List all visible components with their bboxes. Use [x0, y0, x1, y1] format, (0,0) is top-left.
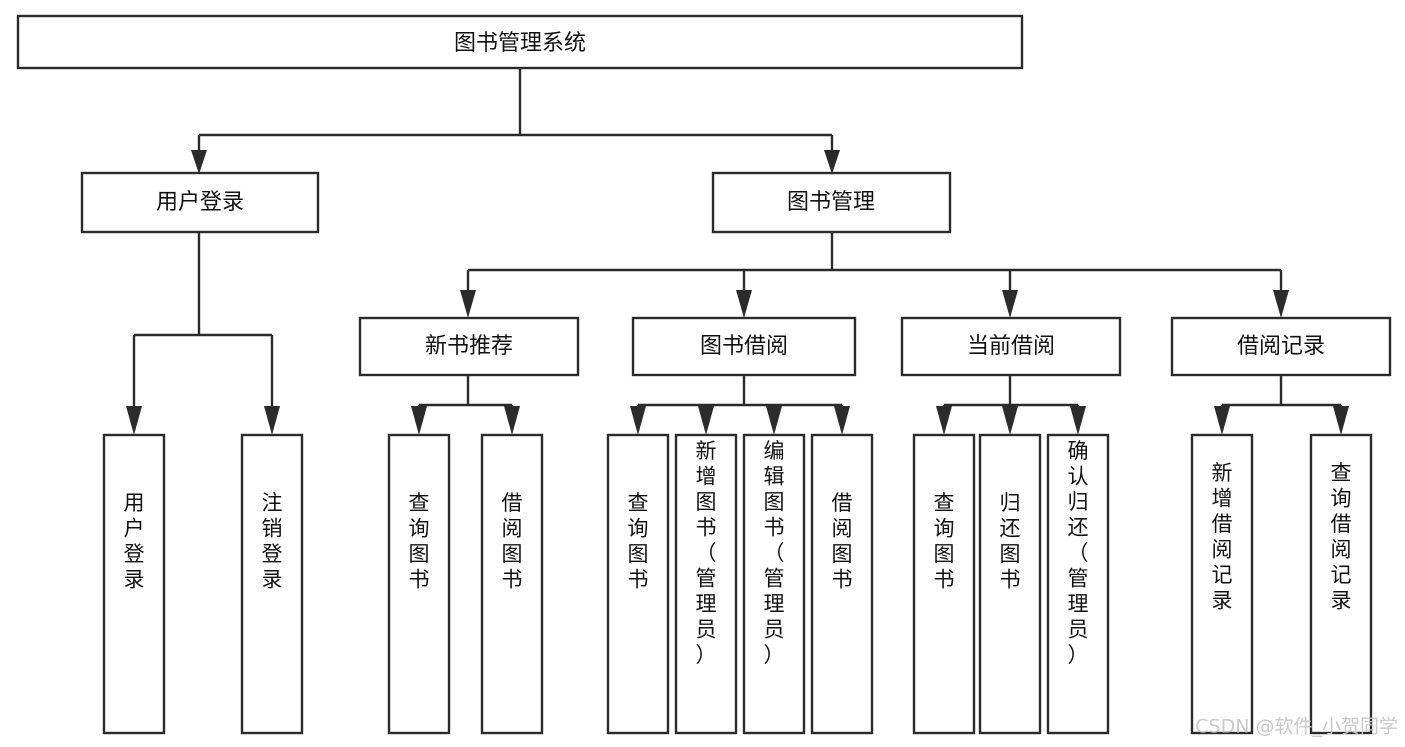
leaf-add-record[interactable]: 新增借阅记录 — [1190, 433, 1254, 735]
leaf-confirm-return-box[interactable] — [1046, 433, 1110, 735]
leaf-query-book-1-box[interactable] — [387, 433, 451, 735]
node-user-login-label: 用户登录 — [156, 190, 244, 215]
arrow-to-leaf-query-record — [1333, 406, 1349, 435]
node-user-login-box[interactable] — [80, 171, 320, 234]
leaf-user-login-box[interactable] — [102, 433, 166, 735]
arrow-to-current-borrow — [1002, 290, 1018, 318]
arrow-to-leaf-query-book-3 — [936, 406, 952, 435]
arrow-to-leaf-edit-book — [766, 406, 782, 435]
leaf-query-record[interactable]: 查询借阅记录 — [1309, 433, 1373, 735]
leaf-user-login-label: 用户登录 — [124, 491, 145, 592]
leaf-add-book[interactable]: 新增图书（管理员） — [674, 433, 738, 735]
arrow-to-leaf-add-record — [1214, 406, 1230, 435]
leaf-borrow-book-2[interactable]: 借阅图书 — [810, 433, 874, 735]
arrow-to-leaf-query-book-1 — [411, 406, 427, 435]
node-borrow-record-label: 借阅记录 — [1237, 334, 1325, 359]
node-book-manage[interactable]: 图书管理 — [711, 171, 952, 234]
node-borrow-record-box[interactable] — [1170, 316, 1392, 377]
leaf-query-book-1-label: 查询图书 — [409, 491, 430, 592]
leaf-query-book-3[interactable]: 查询图书 — [912, 433, 976, 735]
arrow-to-leaf-borrow-book-2 — [834, 406, 850, 435]
node-book-borrow[interactable]: 图书借阅 — [631, 316, 857, 377]
leaf-query-book-3-box[interactable] — [912, 433, 976, 735]
node-new-book-recommend[interactable]: 新书推荐 — [358, 316, 580, 377]
leaf-add-book-box[interactable] — [674, 433, 738, 735]
leaf-edit-book[interactable]: 编辑图书（管理员） — [742, 433, 806, 735]
node-new-book-recommend-label: 新书推荐 — [425, 334, 513, 359]
leaf-return-book-label: 归还图书 — [1000, 491, 1021, 592]
node-book-manage-box[interactable] — [711, 171, 952, 234]
leaf-logout-box[interactable] — [240, 433, 304, 735]
arrow-to-leaf-return-book — [1002, 406, 1018, 435]
arrow-to-borrow-record — [1273, 290, 1289, 318]
arrow-to-leaf-borrow-book-1 — [504, 406, 520, 435]
arrow-to-book-borrow — [736, 290, 752, 318]
leaf-query-book-2[interactable]: 查询图书 — [606, 433, 670, 735]
connector-root-to-level2 — [197, 68, 834, 160]
node-root-box[interactable] — [16, 14, 1024, 70]
connector-borrow-record-to-leaves — [1220, 375, 1343, 412]
arrow-to-new-book-recommend — [460, 290, 476, 318]
node-new-book-recommend-box[interactable] — [358, 316, 580, 377]
node-current-borrow[interactable]: 当前借阅 — [900, 316, 1122, 377]
node-book-manage-label: 图书管理 — [787, 190, 875, 215]
connector-book-borrow-to-leaves — [636, 375, 844, 412]
leaf-confirm-return-label: 确认归还（管理员） — [1068, 439, 1089, 667]
leaf-borrow-book-1[interactable]: 借阅图书 — [480, 433, 544, 735]
arrow-to-leaf-user-login — [126, 406, 142, 435]
arrow-to-book-manage — [824, 150, 840, 174]
leaf-borrow-book-1-box[interactable] — [480, 433, 544, 735]
leaf-edit-book-box[interactable] — [742, 433, 806, 735]
arrow-to-user-login — [191, 150, 207, 174]
node-book-borrow-label: 图书借阅 — [700, 334, 788, 359]
node-borrow-record[interactable]: 借阅记录 — [1170, 316, 1392, 377]
node-root-label: 图书管理系统 — [454, 31, 586, 56]
leaf-borrow-book-2-box[interactable] — [810, 433, 874, 735]
leaf-add-book-label: 新增图书（管理员） — [696, 439, 717, 667]
leaf-confirm-return[interactable]: 确认归还（管理员） — [1046, 433, 1110, 735]
arrow-to-leaf-confirm-return — [1070, 406, 1086, 435]
leaf-query-record-box[interactable] — [1309, 433, 1373, 735]
leaf-borrow-book-1-label: 借阅图书 — [502, 491, 523, 592]
leaf-user-login[interactable]: 用户登录 — [102, 433, 166, 735]
leaf-query-record-label: 查询借阅记录 — [1331, 461, 1352, 613]
connector-book-manage-to-level3 — [466, 232, 1283, 292]
leaf-query-book-2-label: 查询图书 — [628, 491, 649, 592]
node-user-login[interactable]: 用户登录 — [80, 171, 320, 234]
node-current-borrow-label: 当前借阅 — [967, 334, 1055, 359]
leaf-return-book-box[interactable] — [978, 433, 1042, 735]
leaf-return-book[interactable]: 归还图书 — [978, 433, 1042, 735]
connector-user-login-to-leaves — [132, 232, 274, 412]
arrow-to-leaf-logout — [264, 406, 280, 435]
leaf-query-book-3-label: 查询图书 — [934, 491, 955, 592]
arrow-to-leaf-query-book-2 — [630, 406, 646, 435]
leaf-logout[interactable]: 注销登录 — [240, 433, 304, 735]
leaf-edit-book-label: 编辑图书（管理员） — [764, 439, 785, 667]
node-root[interactable]: 图书管理系统 — [16, 14, 1024, 70]
leaf-logout-label: 注销登录 — [262, 491, 283, 592]
leaf-add-record-label: 新增借阅记录 — [1212, 461, 1233, 613]
connector-layer — [126, 68, 1349, 435]
connector-new-book-recommend-to-leaves — [417, 375, 514, 412]
arrow-to-leaf-add-book — [698, 406, 714, 435]
leaf-query-book-2-box[interactable] — [606, 433, 670, 735]
leaf-add-record-box[interactable] — [1190, 433, 1254, 735]
node-current-borrow-box[interactable] — [900, 316, 1122, 377]
leaf-borrow-book-2-label: 借阅图书 — [832, 491, 853, 592]
leaf-query-book-1[interactable]: 查询图书 — [387, 433, 451, 735]
csdn-watermark: CSDN @软件_小贺同学 — [1195, 716, 1398, 738]
node-book-borrow-box[interactable] — [631, 316, 857, 377]
